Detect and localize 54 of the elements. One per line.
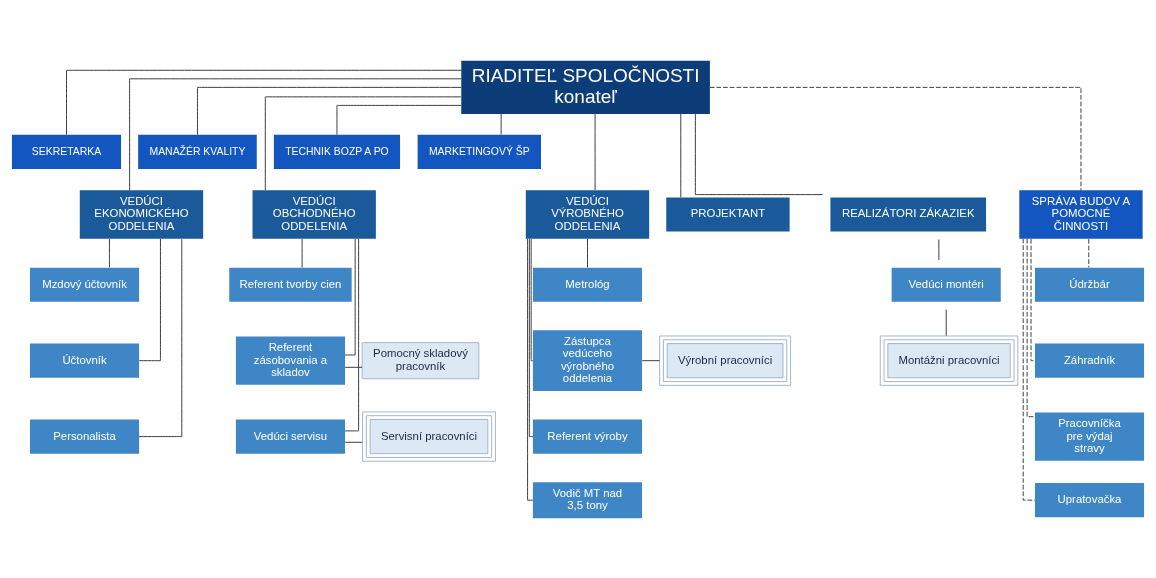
- node-box: Referent zásobovania a skladov: [235, 335, 346, 385]
- node-box: SPRÁVA BUDOV A POMOCNÉ ČINNOSTI: [1019, 189, 1143, 239]
- node-box: VEDÚCI OBCHODNÉHO ODDELENIA: [252, 189, 376, 239]
- connector: [197, 86, 462, 135]
- node-box: REALIZÁTORI ZÁKAZIEK: [830, 196, 987, 232]
- connector: [344, 237, 360, 431]
- connector: [680, 113, 682, 198]
- connector: [344, 441, 363, 443]
- connector: [709, 86, 1082, 191]
- connector: [129, 77, 462, 191]
- node-box: Mzdový účtovník: [29, 267, 140, 302]
- connector: [1088, 238, 1090, 268]
- node-box: Metrológ: [532, 267, 643, 302]
- connector: [938, 238, 940, 260]
- connector: [138, 238, 183, 437]
- node-box: Referent výroby: [532, 419, 643, 454]
- connector: [66, 69, 462, 135]
- connector: [594, 113, 596, 191]
- connector: [264, 95, 462, 191]
- node-box: MARKETINGOVÝ ŠP: [417, 134, 541, 169]
- node-box: Pomocný skladový pracovník: [361, 341, 480, 379]
- connector: [336, 104, 462, 135]
- node-box: VEDÚCI EKONOMICKÉHO ODDELENIA: [79, 189, 204, 239]
- node-box: MANAŽÉR KVALITY: [138, 134, 257, 169]
- node-box: Vodič MT nad 3,5 tony: [532, 481, 643, 518]
- node-box: Referent tvorby cien: [229, 267, 352, 302]
- connector: [694, 113, 824, 195]
- connector: [587, 238, 588, 268]
- node-box: SEKRETARKA: [11, 134, 122, 169]
- node-box: Personalista: [29, 419, 140, 454]
- node-box: Záhradník: [1034, 343, 1145, 378]
- connector: [530, 238, 534, 361]
- connector: [344, 366, 363, 368]
- connector: [528, 238, 534, 437]
- node-box: Údržbár: [1034, 267, 1145, 302]
- connector: [344, 238, 356, 355]
- node-box: PROJEKTANT: [666, 196, 790, 232]
- node-box: Účtovník: [29, 343, 140, 378]
- node-box: Pracovníčka pre výdaj stravy: [1034, 411, 1145, 461]
- connector: [1026, 237, 1036, 417]
- connector: [641, 359, 661, 361]
- connector: [1030, 238, 1036, 361]
- connector: [500, 113, 502, 135]
- connector: [527, 237, 534, 501]
- connector: [945, 308, 947, 336]
- node-box: Vedúci servisu: [235, 419, 346, 454]
- node-box: VEDÚCI VÝROBNÉHO ODDELENIA: [525, 189, 650, 239]
- connector: [138, 238, 161, 361]
- connector: [108, 238, 110, 268]
- node-box: RIADITEĽ SPOLOČNOSTI konateľ: [461, 60, 710, 114]
- node-box: Vedúci montéri: [891, 267, 1001, 302]
- node-box: TECHNIK BOZP A PO: [273, 134, 401, 169]
- node-box: Zástupca vedúceho výrobného oddelenia: [532, 329, 643, 391]
- node-box: Upratovačka: [1034, 482, 1145, 517]
